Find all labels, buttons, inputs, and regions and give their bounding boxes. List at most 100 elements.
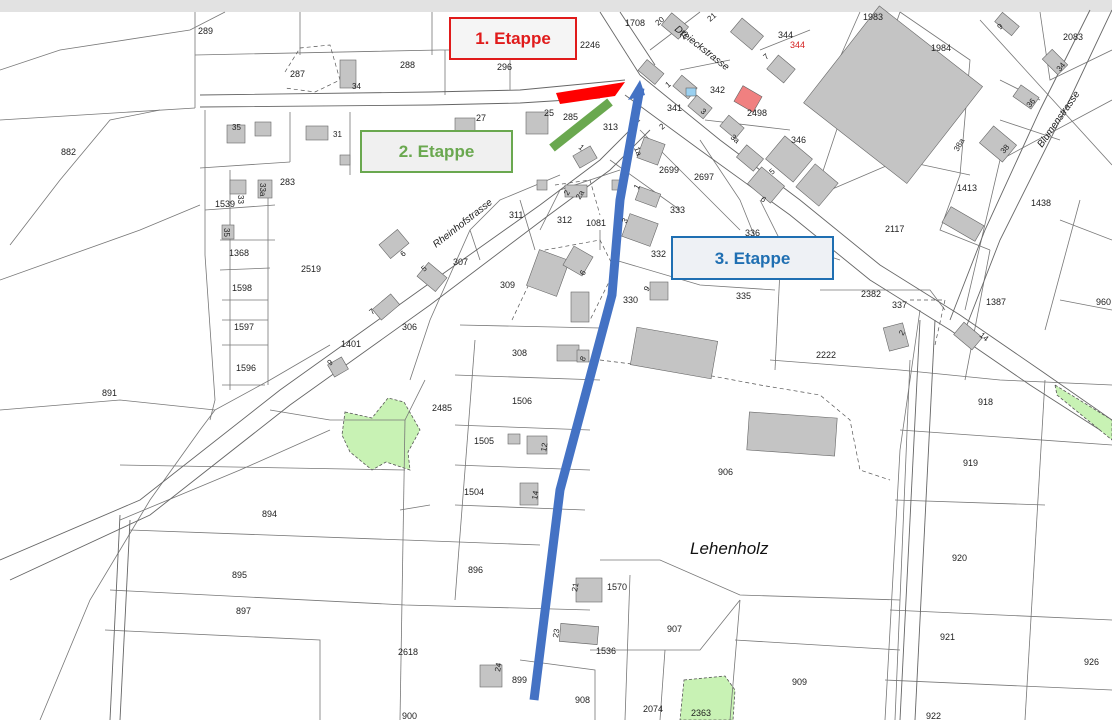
parcel-number: 1506 <box>512 396 532 406</box>
parcel-number: 920 <box>952 553 967 563</box>
house-number: 1a <box>632 146 644 158</box>
house-number: 33a <box>258 183 267 197</box>
parcel-number: 897 <box>236 606 251 616</box>
house-number: 12 <box>539 441 550 452</box>
parcel-number: 1368 <box>229 248 249 258</box>
parcel-number: 1081 <box>586 218 606 228</box>
stage-3-label: 3. Etappe <box>671 236 834 280</box>
route-stage-2 <box>549 98 613 152</box>
parcel-number: 27 <box>476 113 486 123</box>
parcel-number: 288 <box>400 60 415 70</box>
special-buildings <box>685 85 763 113</box>
parcel-number: 1708 <box>625 18 645 28</box>
parcel-number: 307 <box>453 257 468 267</box>
parcel-number: 309 <box>500 280 515 290</box>
parcel-number: 311 <box>509 210 523 220</box>
top-strip <box>0 0 1112 12</box>
house-number: 7 <box>368 306 378 316</box>
parcel-number: 896 <box>468 565 483 575</box>
parcel-number: 344 <box>778 30 793 40</box>
house-number: 21 <box>706 11 719 24</box>
house-number: 9 <box>996 21 1006 31</box>
parcel-number: 2074 <box>643 704 663 714</box>
house-number: 35 <box>232 123 241 132</box>
house-number: 5 <box>420 263 430 273</box>
parcel-labels: 289 287 288 296 2246 1708 344 344 1983 2… <box>61 12 1111 720</box>
parcel-number: 1401 <box>341 339 361 349</box>
parcel-number: 341 <box>667 103 682 113</box>
streets <box>0 9 1112 720</box>
house-number: 9 <box>642 284 652 293</box>
house-number: 21 <box>570 581 581 592</box>
parcel-number: 908 <box>575 695 590 705</box>
parcel-number: 1536 <box>596 646 616 656</box>
stage-2-label: 2. Etappe <box>360 130 513 173</box>
parcel-number: 907 <box>667 624 682 634</box>
parcel-number: 960 <box>1096 297 1111 307</box>
parcel-number: 287 <box>290 69 305 79</box>
house-number: 1 <box>664 79 674 89</box>
house-number: 1 <box>577 143 587 153</box>
house-number: 34 <box>352 82 361 91</box>
parcel-number: 332 <box>651 249 666 259</box>
parcel-number: 1539 <box>215 199 235 209</box>
parcel-number-red: 344 <box>790 40 805 50</box>
house-number: 2 <box>658 121 668 131</box>
parcel-number: 900 <box>402 711 417 720</box>
parcel-number: 336 <box>745 228 760 238</box>
parcel-number: 2697 <box>694 172 714 182</box>
parcel-number: 1570 <box>607 582 627 592</box>
parcel-number: 891 <box>102 388 117 398</box>
parcel-number: 313 <box>603 122 618 132</box>
house-number: 14 <box>530 489 541 500</box>
house-number: 3 <box>699 107 709 117</box>
place-label: Lehenholz <box>690 539 769 558</box>
parcel-number: 335 <box>736 291 751 301</box>
parcel-number: 899 <box>512 675 527 685</box>
parcel-number: 285 <box>563 112 578 122</box>
parcel-number: 296 <box>497 62 512 72</box>
street-label-rheinhof: Rheinhofstrasse <box>431 197 495 250</box>
parcel-number: 308 <box>512 348 527 358</box>
parcel-number: 1413 <box>957 183 977 193</box>
house-number: 31 <box>333 130 342 139</box>
house-number: 6 <box>759 195 769 205</box>
house-number: 38a <box>952 136 967 153</box>
route-stage-3-arrow <box>628 80 645 100</box>
house-number: 9 <box>326 357 336 367</box>
green-areas <box>341 384 1112 720</box>
parcel-number: 289 <box>198 26 213 36</box>
parcel-number: 2222 <box>816 350 836 360</box>
house-number: 2 <box>897 328 907 337</box>
house-number: 33 <box>236 195 245 204</box>
house-number: 35 <box>222 228 231 237</box>
parcel-number: 926 <box>1084 657 1099 667</box>
parcel-number: 894 <box>262 509 277 519</box>
parcel-number: 922 <box>926 711 941 720</box>
parcel-number: 337 <box>892 300 907 310</box>
parcel-number: 2498 <box>747 108 767 118</box>
house-number: 7 <box>762 51 772 61</box>
parcel-number: 895 <box>232 570 247 580</box>
parcel-number: 921 <box>940 632 955 642</box>
parcel-number: 1596 <box>236 363 256 373</box>
house-number: 8 <box>578 354 588 363</box>
route-stage-1 <box>556 82 625 104</box>
parcel-number: 1598 <box>232 283 252 293</box>
parcel-number: 2519 <box>301 264 321 274</box>
parcel-number: 346 <box>791 135 806 145</box>
house-number: 1 <box>632 182 642 191</box>
parcel-number: 306 <box>402 322 417 332</box>
parcel-number: 1984 <box>931 43 951 53</box>
house-number: 2 <box>562 188 572 197</box>
route-stage-3 <box>529 87 645 701</box>
parcel-number: 2083 <box>1063 32 1083 42</box>
house-number: 14 <box>978 331 991 344</box>
house-number: 5 <box>768 166 778 176</box>
parcel-number: 2618 <box>398 647 418 657</box>
parcel-number: 2699 <box>659 165 679 175</box>
parcel-number: 25 <box>544 108 554 118</box>
parcel-number: 1983 <box>863 12 883 22</box>
